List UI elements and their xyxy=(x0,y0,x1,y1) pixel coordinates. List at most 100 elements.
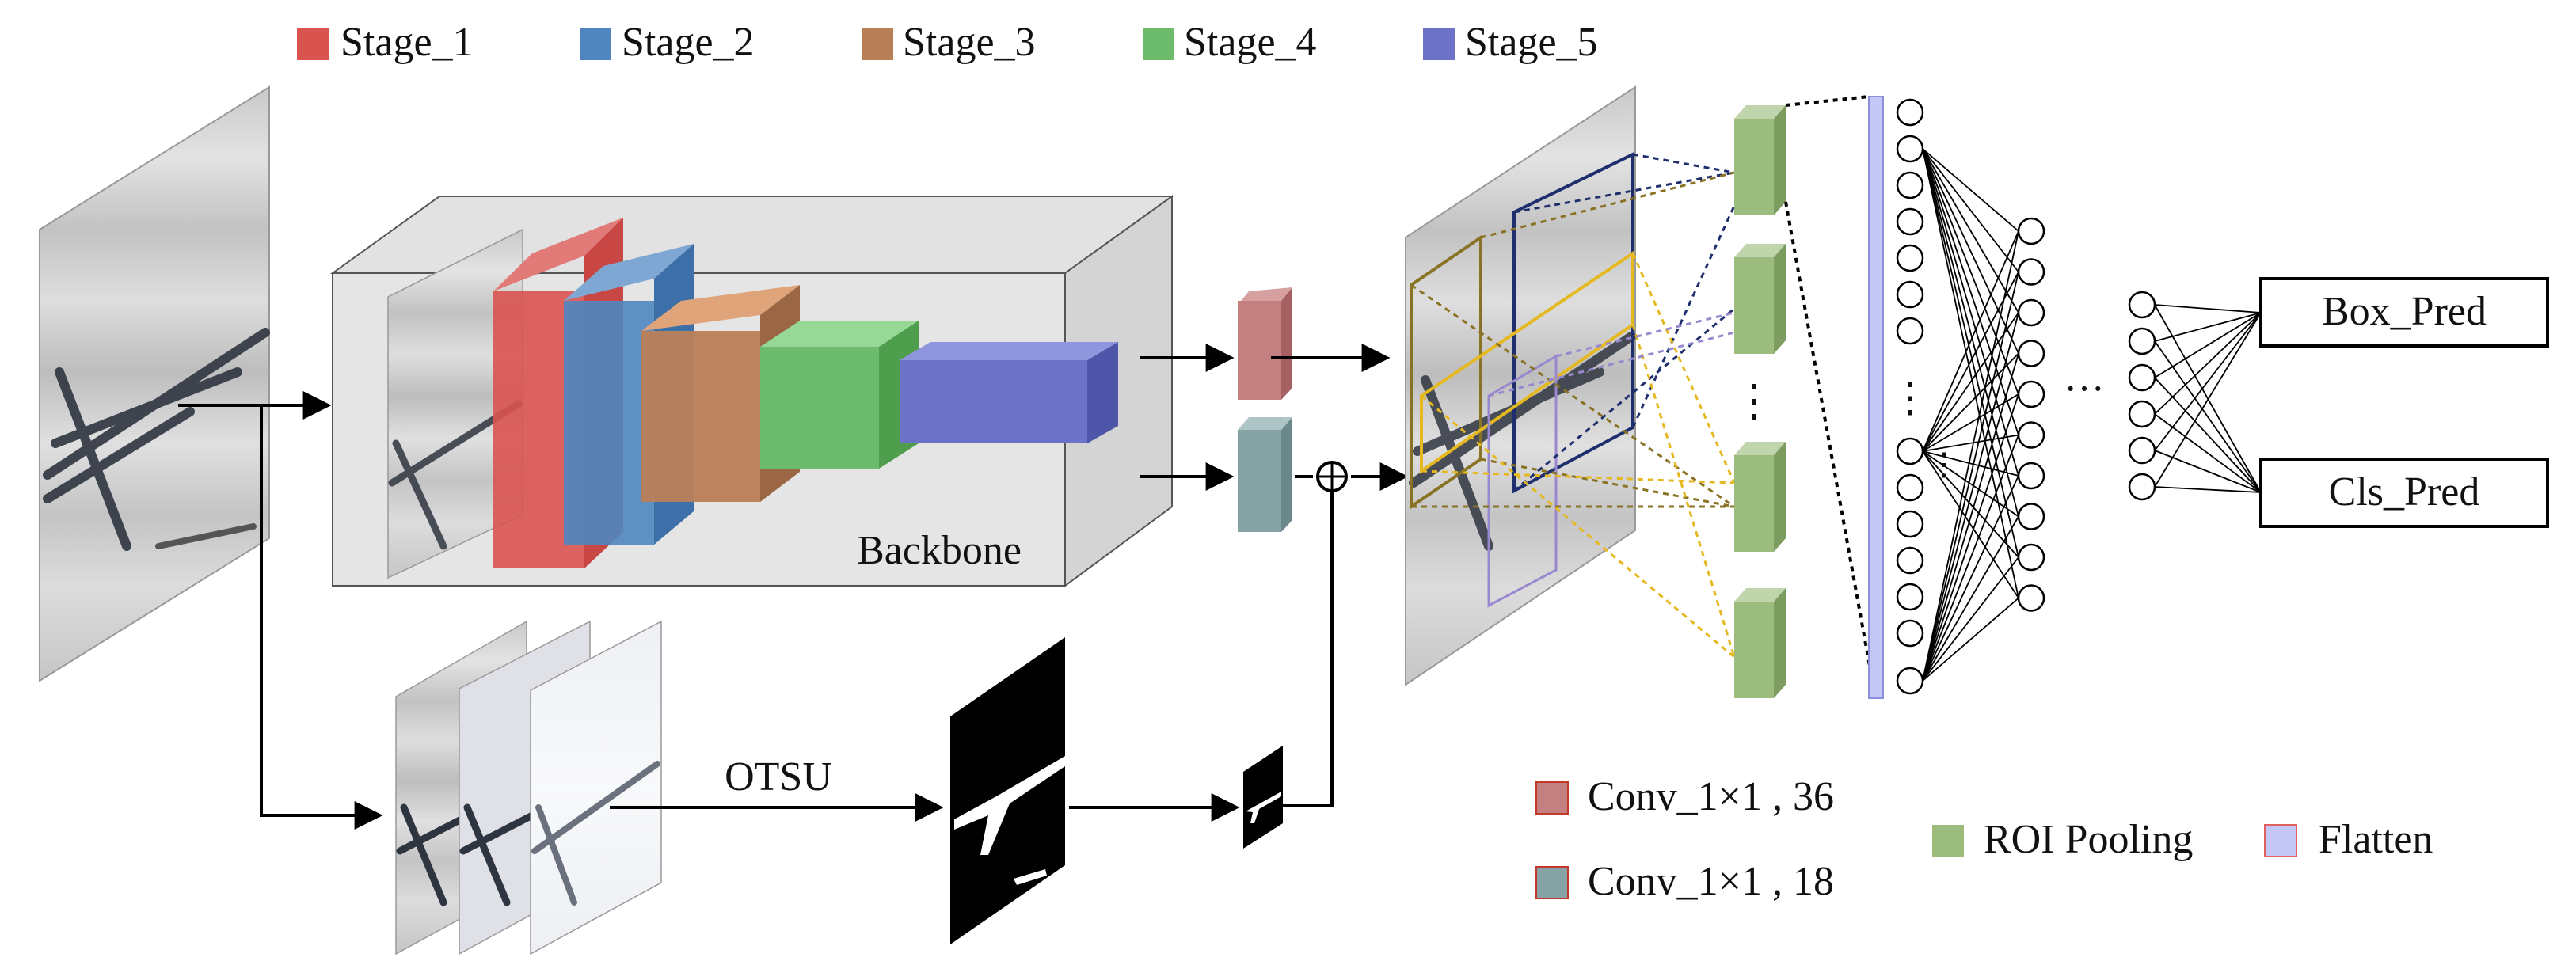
legend-label-conv-18: Conv_1×1 , 18 xyxy=(1588,859,1834,904)
nn-connection xyxy=(1922,148,2019,273)
nn-neuron xyxy=(1896,667,1924,695)
nn-connection xyxy=(1922,148,2019,232)
cls-pred-label: Cls_Pred xyxy=(2329,469,2480,515)
legend-swatch-stage-1 xyxy=(297,28,329,60)
roi-to-flatten xyxy=(1784,95,1877,697)
nn-connection xyxy=(1922,393,2019,682)
nn-neuron xyxy=(2128,473,2156,501)
nn-neuron xyxy=(1896,98,1924,127)
augmented-images-stack xyxy=(395,620,662,955)
nn-connection xyxy=(1922,148,2019,435)
legend-item-conv-36: Conv_1×1 , 36 xyxy=(1535,774,1834,819)
small-binary-mask xyxy=(1243,746,1283,849)
nn-connection xyxy=(2154,304,2262,313)
legend-item-stage-2: Stage_2 xyxy=(580,20,755,65)
legend-swatch-conv-36 xyxy=(1535,781,1569,815)
input-arrows xyxy=(178,344,1235,830)
nn-connection xyxy=(1922,148,2019,313)
legend-item-roi-pooling: ROI Pooling xyxy=(1932,817,2193,862)
nn-connection xyxy=(1922,272,2019,682)
nn-neuron xyxy=(1896,510,1924,538)
nn-connection xyxy=(2154,450,2262,493)
nn-connection xyxy=(1922,450,2019,518)
feature-map xyxy=(1405,85,1636,686)
fully-connected-network xyxy=(1896,98,2262,695)
legend-label-stage-3: Stage_3 xyxy=(903,20,1036,65)
nn-connection xyxy=(2154,486,2262,493)
stage-4-block xyxy=(760,321,919,469)
conv-1x1-36-block xyxy=(1238,287,1292,400)
legend-swatch-stage-4 xyxy=(1143,28,1174,60)
nn-connection xyxy=(1922,352,2019,452)
roi-pooling-block-4 xyxy=(1734,588,1786,698)
nn-neuron xyxy=(2128,327,2156,355)
nn-connection xyxy=(1922,475,2019,682)
legend-swatch-roi-pooling xyxy=(1932,825,1964,857)
nn-connection xyxy=(1922,393,2019,452)
layer1-upper-ellipsis: ⋮ xyxy=(1889,376,1931,421)
legend-item-stage-3: Stage_3 xyxy=(862,20,1036,65)
legend-swatch-stage-2 xyxy=(580,28,611,60)
nn-connection xyxy=(1922,272,2019,452)
nn-neuron xyxy=(1896,244,1924,272)
nn-connection xyxy=(1922,312,2019,452)
nn-connection xyxy=(1922,230,2019,682)
nn-connection xyxy=(1922,450,2019,558)
flatten-bar xyxy=(1868,96,1884,699)
nn-neuron xyxy=(1896,207,1924,236)
legend-swatch-flatten xyxy=(2264,824,2297,857)
mask-to-add-connector xyxy=(1283,491,1334,807)
legend-label-stage-1: Stage_1 xyxy=(341,20,474,65)
nn-neuron xyxy=(2017,380,2045,408)
nn-connection xyxy=(2154,413,2262,493)
nn-connection xyxy=(1922,148,2019,354)
legend-label-stage-4: Stage_4 xyxy=(1184,20,1317,65)
roi-pooling-blocks: ⋮ xyxy=(1732,105,1786,698)
legend-swatch-conv-18 xyxy=(1535,866,1569,899)
nn-neuron xyxy=(1896,583,1924,611)
legend-item-stage-5: Stage_5 xyxy=(1423,20,1598,65)
nn-neuron xyxy=(2017,584,2045,612)
nn-neuron xyxy=(2017,462,2045,490)
backbone-label: Backbone xyxy=(857,528,1022,573)
legend-item-flatten: Flatten xyxy=(2264,817,2433,862)
box-pred-output: Box_Pred xyxy=(2259,277,2549,348)
nn-connection xyxy=(1922,516,2019,682)
horizontal-ellipsis: ··· xyxy=(2064,367,2105,412)
nn-neuron xyxy=(1896,546,1924,575)
nn-neuron xyxy=(1896,171,1924,199)
nn-connection xyxy=(1922,148,2019,477)
input-image xyxy=(39,85,270,682)
nn-neuron xyxy=(2017,503,2045,530)
nn-connection xyxy=(1922,597,2019,682)
nn-neuron xyxy=(1896,280,1924,309)
augmented-image-3 xyxy=(530,620,662,955)
roi-pooling-block-2 xyxy=(1734,244,1786,354)
nn-connection xyxy=(1922,450,2019,477)
nn-connection xyxy=(1922,148,2019,517)
legend-swatch-stage-3 xyxy=(862,28,893,60)
legend-label-flatten: Flatten xyxy=(2319,817,2433,862)
nn-neuron xyxy=(1896,473,1924,502)
nn-neuron xyxy=(2128,363,2156,392)
nn-connection xyxy=(1922,556,2019,682)
nn-neuron xyxy=(1896,317,1924,345)
stage-legend: Stage_1 Stage_2 Stage_3 Stage_4 Stage_5 xyxy=(297,20,1598,65)
cls-pred-output: Cls_Pred xyxy=(2259,458,2549,528)
nn-neuron xyxy=(1896,437,1924,465)
legend-item-stage-1: Stage_1 xyxy=(297,20,474,65)
otsu-label: OTSU xyxy=(725,754,832,800)
stage-5-block xyxy=(900,342,1118,443)
nn-connection xyxy=(1922,434,2019,452)
nn-connection xyxy=(2154,312,2262,488)
nn-neuron xyxy=(2017,340,2045,367)
nn-connection xyxy=(1922,353,2019,682)
nn-connection xyxy=(1922,148,2019,395)
conv-1x1-18-block xyxy=(1238,417,1292,532)
nn-connection xyxy=(1922,148,2019,598)
nn-connection xyxy=(1922,312,2019,682)
nn-neuron xyxy=(1896,619,1924,648)
nn-neuron xyxy=(2017,217,2045,245)
roi-connections xyxy=(1410,153,1736,659)
nn-connection xyxy=(1922,148,2019,558)
